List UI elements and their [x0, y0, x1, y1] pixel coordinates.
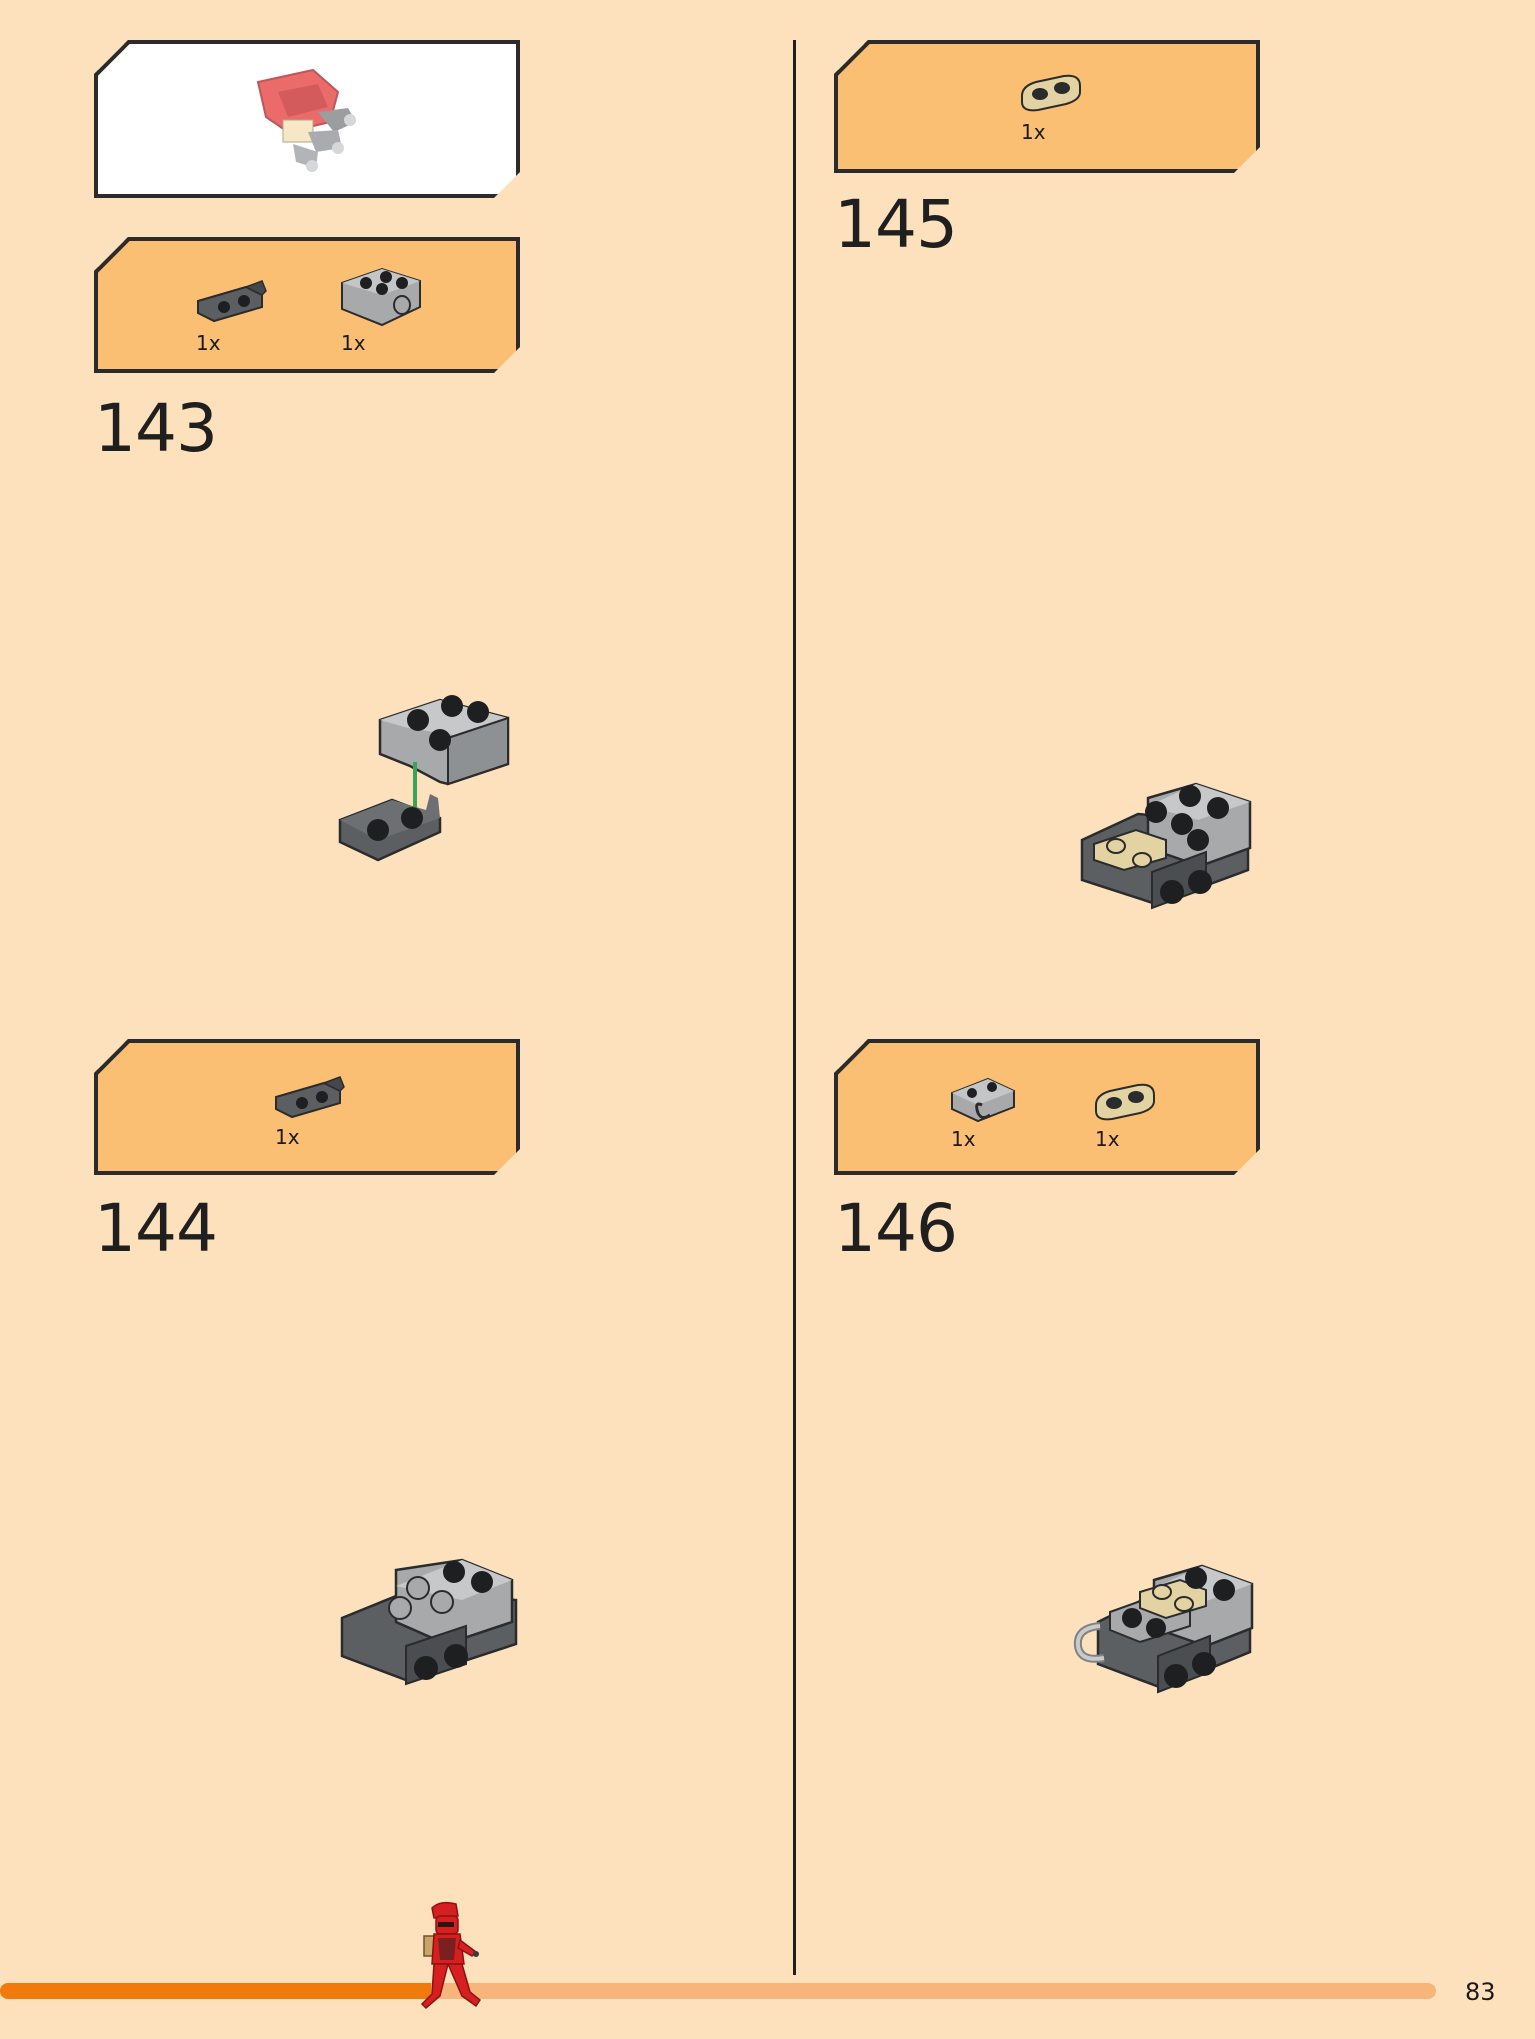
step-number-145: 145: [834, 186, 958, 263]
minifigure-progress-marker-icon: [420, 1901, 482, 2010]
step-number-146: 146: [834, 1190, 958, 1267]
page-number: 83: [1465, 1978, 1496, 2006]
dark-gray-bracket-icon: [194, 277, 270, 327]
subassembly-callout: [94, 40, 520, 198]
step-number-144: 144: [94, 1190, 218, 1267]
qty-label: 1x: [341, 331, 366, 355]
qty-label: 1x: [1021, 120, 1046, 144]
step-144-parts-panel: 1x: [94, 1039, 520, 1175]
step-145-assembly: [1080, 782, 1252, 910]
progress-fill: [0, 1983, 431, 1999]
qty-label: 1x: [951, 1127, 976, 1151]
qty-label: 1x: [275, 1125, 300, 1149]
dark-gray-bracket-icon: [272, 1073, 348, 1123]
step-number-143: 143: [94, 390, 218, 467]
step-143-assembly: [338, 695, 510, 862]
dragon-arm-preview-icon: [238, 62, 378, 182]
step-146-parts-panel: 1x 1x: [834, 1039, 1260, 1175]
progress-bar: [0, 1983, 1436, 1999]
step-143-parts-panel: 1x 1x: [94, 237, 520, 373]
light-gray-brick-with-hole-icon: [338, 263, 428, 331]
tan-plate-icon: [1092, 1083, 1158, 1123]
step-146-assembly: [1073, 1564, 1254, 1694]
tan-plate-icon: [1018, 74, 1084, 114]
column-divider: [793, 40, 796, 1975]
qty-label: 1x: [196, 331, 221, 355]
step-144-assembly: [340, 1558, 518, 1686]
light-gray-clip-plate-icon: [948, 1071, 1018, 1125]
step-145-parts-panel: 1x: [834, 40, 1260, 173]
qty-label: 1x: [1095, 1127, 1120, 1151]
